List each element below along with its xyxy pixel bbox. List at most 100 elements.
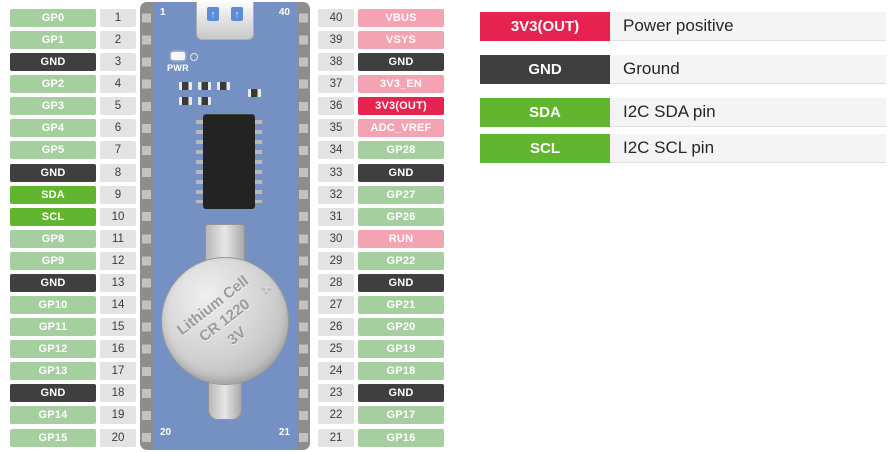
pin-number-31: 31 — [318, 207, 354, 226]
usb-arrow-icon: ↑ — [231, 7, 243, 21]
pin-label-gp26: GP26 — [358, 207, 444, 226]
pin-number-25: 25 — [318, 340, 354, 359]
pin-number-11: 11 — [100, 229, 136, 248]
smd-component — [217, 82, 230, 90]
chip-pins-right — [255, 120, 262, 203]
pin-label-gp11: GP11 — [10, 318, 96, 337]
pin-label-gp12: GP12 — [10, 340, 96, 359]
pin-label-gp22: GP22 — [358, 251, 444, 270]
pin-label-3v3(out): 3V3(OUT) — [358, 97, 444, 116]
pin-number-14: 14 — [100, 296, 136, 315]
pin-label-gnd: GND — [10, 273, 96, 292]
usb-connector: ↑ ↑ — [196, 2, 254, 40]
legend-color-box: GND — [480, 55, 610, 84]
pin-label-gp9: GP9 — [10, 251, 96, 270]
smd-component — [198, 82, 211, 90]
pin-number-15: 15 — [100, 318, 136, 337]
pin-number-18: 18 — [100, 384, 136, 403]
legend-row-3v3(out): 3V3(OUT)Power positive — [480, 12, 886, 41]
pin-label-scl: SCL — [10, 207, 96, 226]
pin-label-gp21: GP21 — [358, 296, 444, 315]
pin-label-adc_vref: ADC_VREF — [358, 119, 444, 138]
legend-description: Ground — [610, 55, 886, 84]
pin-number-39: 39 — [318, 31, 354, 50]
legend-color-box: 3V3(OUT) — [480, 12, 610, 41]
legend-color-box: SDA — [480, 98, 610, 127]
pin-number-36: 36 — [318, 97, 354, 116]
pin-number-21: 21 — [318, 428, 354, 447]
pin-number-38: 38 — [318, 53, 354, 72]
pin-label-gp3: GP3 — [10, 97, 96, 116]
usb-arrow-icon: ↑ — [207, 7, 219, 21]
pin-number-2: 2 — [100, 31, 136, 50]
rtc-module-board: ↑ ↑ 1 40 20 21 PWR Lithium — [140, 2, 310, 450]
pin-number-28: 28 — [318, 273, 354, 292]
pin-label-gp20: GP20 — [358, 318, 444, 337]
pin-number-37: 37 — [318, 75, 354, 94]
pin-label-gp13: GP13 — [10, 362, 96, 381]
pin-number-27: 27 — [318, 296, 354, 315]
pin21-marker: 21 — [278, 427, 290, 438]
legend-description: I2C SDA pin — [610, 98, 886, 127]
pin-number-13: 13 — [100, 273, 136, 292]
pin-label-gp18: GP18 — [358, 362, 444, 381]
pin-label-gnd: GND — [358, 53, 444, 72]
pin-number-19: 19 — [100, 406, 136, 425]
pin-number-34: 34 — [318, 141, 354, 160]
pin-number-16: 16 — [100, 340, 136, 359]
chip-pins-left — [196, 120, 203, 203]
legend-description: I2C SCL pin — [610, 134, 886, 163]
pin-label-sda: SDA — [10, 185, 96, 204]
pin-number-7: 7 — [100, 141, 136, 160]
pin-number-8: 8 — [100, 163, 136, 182]
pin-number-26: 26 — [318, 318, 354, 337]
pin-number-17: 17 — [100, 362, 136, 381]
pin-label-gnd: GND — [10, 163, 96, 182]
pin-label-gnd: GND — [10, 384, 96, 403]
pin-number-29: 29 — [318, 251, 354, 270]
pin-number-22: 22 — [318, 406, 354, 425]
pin-label-gp1: GP1 — [10, 31, 96, 50]
power-led-ring — [190, 53, 198, 61]
smd-component — [198, 97, 211, 105]
pin-number-12: 12 — [100, 251, 136, 270]
pin-label-vbus: VBUS — [358, 9, 444, 27]
pin-label-gp27: GP27 — [358, 185, 444, 204]
pin-number-35: 35 — [318, 119, 354, 138]
smd-component — [248, 89, 261, 97]
pin-label-gnd: GND — [10, 53, 96, 72]
pin-number-30: 30 — [318, 229, 354, 248]
pin-header-pads-right — [299, 2, 308, 450]
battery-clip-top — [205, 224, 245, 262]
pin-number-24: 24 — [318, 362, 354, 381]
legend-color-box: SCL — [480, 134, 610, 163]
